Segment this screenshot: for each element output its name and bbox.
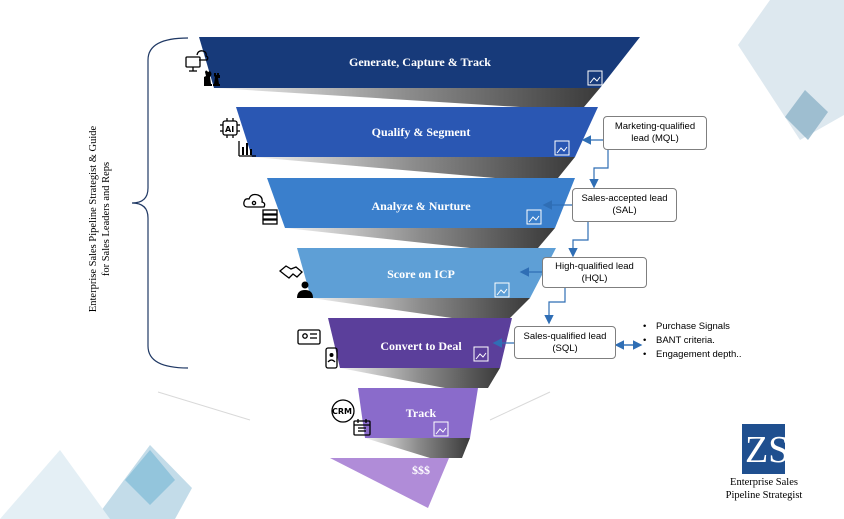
stage-connectors — [214, 88, 600, 458]
sql-box-line-1: Sales-qualified lead — [523, 330, 607, 342]
sql-box-line-2: (SQL) — [552, 342, 578, 354]
hql-box-line-1: High-qualified lead — [555, 260, 634, 272]
funnel-stage-label: Convert to Deal — [380, 339, 462, 353]
id-card-icon — [297, 329, 321, 345]
funnel-stage-shape — [297, 248, 556, 298]
image-placeholder-icon — [526, 209, 542, 225]
funnel-stage-shape — [267, 178, 575, 228]
funnel-stage-3: Analyze & Nurture — [267, 178, 575, 228]
funnel-stage-6: Track — [358, 388, 478, 438]
funnel-stage-label: Analyze & Nurture — [371, 199, 471, 213]
funnel-stage-shape — [236, 107, 598, 157]
svg-text:AI: AI — [225, 125, 234, 134]
image-placeholder-icon — [554, 140, 570, 156]
ai-chip-icon: AI — [220, 118, 240, 138]
list-item: BANT criteria. — [643, 334, 742, 348]
logo-caption: Enterprise Sales Pipeline Strategist — [700, 476, 828, 502]
cloud-server-icon — [243, 193, 278, 225]
mql-box-line-1: Marketing-qualified — [614, 121, 696, 132]
funnel-stage-shape — [330, 458, 449, 508]
image-placeholder-icon — [473, 346, 489, 362]
sal-box: Sales-accepted lead (SAL) — [572, 188, 677, 222]
mobile-profile-icon — [325, 347, 338, 369]
funnel-stage-4: Score on ICP — [297, 248, 556, 298]
funnel-stage-label: Score on ICP — [387, 267, 455, 281]
bar-chart-icon — [238, 141, 256, 157]
calendar-icon — [353, 419, 371, 436]
mql-box-line-2: lead (MQL) — [631, 133, 679, 144]
sql-criteria-list: Purchase Signals BANT criteria. Engageme… — [643, 320, 742, 362]
side-title-line-1: Enterprise Sales Pipeline Strategist & G… — [88, 125, 99, 313]
hql-box-line-2: (HQL) — [581, 272, 608, 284]
monitor-cloud-icon — [185, 50, 209, 72]
funnel-stage-label: Generate, Capture & Track — [349, 55, 491, 69]
svg-text:CRM: CRM — [332, 407, 352, 416]
hql-box: High-qualified lead (HQL) — [542, 257, 647, 288]
mql-box: Marketing-qualified lead (MQL) — [603, 116, 707, 150]
lead-flow-arrows — [492, 135, 643, 350]
funnel-stage-shape — [328, 318, 512, 368]
zs-logo: ZS — [742, 424, 789, 474]
list-item: Engagement depth.. — [643, 348, 742, 362]
image-placeholder-icon — [587, 70, 603, 86]
funnel-stage-2: Qualify & Segment — [236, 107, 598, 157]
businessman-icon — [297, 281, 313, 298]
funnel-stage-label: $$$ — [412, 463, 430, 477]
funnel-stage-label: Track — [406, 406, 437, 420]
funnel-stage-7: $$$ — [330, 458, 449, 508]
chess-pieces-icon — [204, 70, 220, 86]
sal-box-line-2: (SAL) — [612, 205, 637, 216]
logo-caption-line-1: Enterprise Sales — [730, 477, 798, 488]
handshake-icon — [278, 265, 303, 279]
image-placeholder-icon — [494, 282, 510, 298]
crm-icon: CRM — [331, 399, 355, 423]
logo-letters: ZS — [745, 429, 789, 471]
side-title: Enterprise Sales Pipeline Strategist & G… — [87, 64, 113, 374]
funnel-stage-5: Convert to Deal — [328, 318, 512, 368]
funnel-stage-shape — [199, 37, 640, 88]
stage-icons: AI — [185, 50, 371, 436]
side-title-line-2: for Sales Leaders and Reps — [101, 161, 112, 277]
logo-caption-line-2: Pipeline Strategist — [725, 490, 803, 501]
sal-box-line-1: Sales-accepted lead — [581, 193, 668, 204]
side-bracket — [131, 37, 189, 369]
list-item: Purchase Signals — [643, 320, 742, 334]
sql-box: Sales-qualified lead (SQL) — [514, 326, 616, 359]
funnel-stage-1: Generate, Capture & Track — [199, 37, 640, 88]
image-placeholder-icon — [433, 421, 449, 437]
funnel-stage-label: Qualify & Segment — [372, 125, 471, 139]
